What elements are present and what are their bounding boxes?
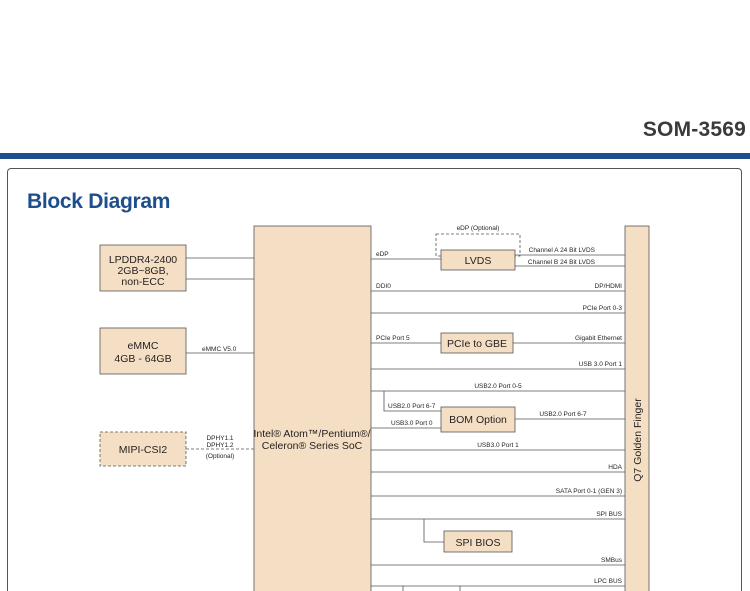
dp-hdmi-label: DP/HDMI — [595, 283, 623, 290]
usb3-port0-label: USB3.0 Port 0 — [391, 420, 433, 427]
mipi-csi2-block: MIPI-CSI2 — [99, 431, 187, 467]
soc-block: Intel® Atom™/Pentium®/ Celeron® Series S… — [253, 225, 372, 591]
q7-golden-finger-label: Q7 Golden Finger — [632, 398, 644, 482]
edp-link-label: eDP — [376, 251, 389, 258]
lvds-block: LVDS — [440, 249, 516, 271]
usb2-port6-7-input-label: USB2.0 Port 6-7 — [388, 403, 436, 410]
gigabit-ethernet-label: Gigabit Ethernet — [575, 335, 622, 342]
emmc-label-line2: 4GB - 64GB — [114, 353, 171, 365]
usb2-port0-5-label: USB2.0 Port 0-5 — [474, 383, 522, 390]
lpc-bus-label: LPC BUS — [594, 578, 622, 585]
usb2-port6-7-output-label: USB2.0 Port 6-7 — [539, 411, 587, 418]
lvds-channel-a-label: Channel A 24 Bit LVDS — [529, 247, 596, 254]
lvds-label: LVDS — [465, 255, 492, 267]
lpddr4-label-line2: 2GB~8GB, — [117, 265, 168, 277]
pcie-0-3-label: PCIe Port 0-3 — [583, 305, 623, 312]
mipi-link-label-1: DPHY1.1 — [206, 435, 233, 442]
mipi-csi2-label: MIPI-CSI2 — [119, 444, 168, 456]
usb3-port1-label: USB 3.0 Port 1 — [579, 361, 623, 368]
bom-option-block: BOM Option — [440, 406, 516, 433]
spi-bios-link — [423, 519, 444, 543]
lvds-channel-b-label: Channel B 24 Bit LVDS — [528, 259, 596, 266]
smbus-label: SMBus — [601, 557, 623, 564]
emmc-link-label: eMMC V5.0 — [202, 346, 237, 353]
sata-label: SATA Port 0-1 (GEN 3) — [556, 488, 622, 495]
q7-golden-finger: Q7 Golden Finger — [624, 225, 650, 591]
mipi-link-label-2: DPHY1.2 — [206, 442, 233, 449]
emmc-label-line1: eMMC — [128, 340, 159, 352]
mipi-link-label-3: (Optional) — [206, 453, 235, 460]
product-model: SOM-3569 — [642, 118, 746, 141]
header-divider-bar — [0, 153, 750, 159]
pcie-to-gbe-label: PCIe to GBE — [447, 338, 507, 350]
hda-label: HDA — [608, 464, 622, 471]
soc-label-line1: Intel® Atom™/Pentium®/ — [253, 428, 370, 440]
lpddr4-label-line3: non-ECC — [121, 276, 165, 288]
bom-option-label: BOM Option — [449, 414, 507, 426]
usb3-port1-b-label: USB3.0 Port 1 — [477, 442, 519, 449]
edp-optional-label: eDP (Optional) — [457, 225, 500, 232]
spi-bios-block: SPI BIOS — [443, 530, 513, 553]
usb2-port6-7-input-link — [383, 391, 441, 412]
soc-label-line2: Celeron® Series SoC — [262, 440, 363, 452]
lpddr4-block: LPDDR4-2400 2GB~8GB, non-ECC — [99, 244, 187, 292]
spi-bus-label: SPI BUS — [596, 511, 622, 518]
diagram-frame — [7, 168, 742, 591]
emmc-block: eMMC 4GB - 64GB — [99, 327, 187, 375]
ddi0-label: DDI0 — [376, 283, 391, 290]
lpddr4-label-line1: LPDDR4-2400 — [109, 254, 177, 266]
spi-bios-label: SPI BIOS — [456, 537, 501, 549]
section-title: Block Diagram — [27, 190, 171, 213]
pcie-port5-label: PCIe Port 5 — [376, 335, 410, 342]
pcie-to-gbe-block: PCIe to GBE — [440, 332, 514, 354]
